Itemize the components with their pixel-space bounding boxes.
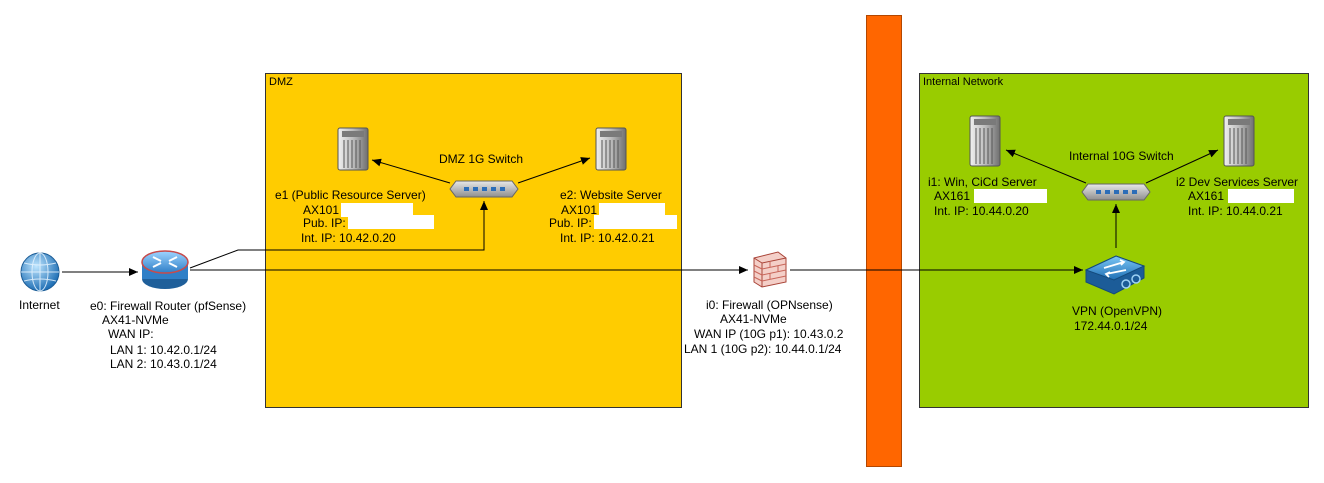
redaction-box <box>599 203 665 217</box>
wire-dmz-switch-to-e2 <box>517 157 591 184</box>
e1-line-3: Pub. IP: <box>303 216 346 230</box>
switch-icon <box>448 178 520 200</box>
i0-line-1: i0: Firewall (OPNsense) <box>706 298 833 312</box>
switch-icon <box>1080 181 1152 203</box>
server-icon <box>966 114 1004 168</box>
e0-line-4: LAN 1: 10.42.0.1/24 <box>110 343 217 357</box>
network-separator-wall <box>866 15 902 467</box>
internal-network-zone-title: Internal Network <box>923 76 1004 88</box>
i1-line-1: i1: Win, CiCd Server <box>928 175 1037 189</box>
e0-line-5: LAN 2: 10.43.0.1/24 <box>110 357 217 371</box>
wire-dmz-switch-to-e1 <box>371 158 451 184</box>
vpn-line-1: VPN (OpenVPN) <box>1072 304 1163 318</box>
redaction-box <box>348 215 434 229</box>
firewall-icon <box>750 250 790 288</box>
e1-line-2: AX101 <box>303 203 340 217</box>
globe-icon <box>20 252 60 292</box>
redaction-box <box>1228 189 1294 203</box>
i0-line-3: WAN IP (10G p1): 10.43.0.2 <box>694 327 844 341</box>
wire-internal-switch-to-i1 <box>1005 149 1087 184</box>
wire-internal-switch-to-i2 <box>1145 149 1219 184</box>
redaction-box <box>974 189 1047 203</box>
e0-line-2: AX41-NVMe <box>102 313 169 327</box>
server-icon <box>1220 114 1258 168</box>
vpn-line-2: 172.44.0.1/24 <box>1074 319 1148 333</box>
redaction-box <box>341 203 413 217</box>
vpn-gateway-icon <box>1084 248 1146 296</box>
e0-line-1: e0: Firewall Router (pfSense) <box>90 299 247 313</box>
e1-line-4: Int. IP: 10.42.0.20 <box>301 231 396 245</box>
e2-line-2: AX101 <box>561 203 598 217</box>
router-icon <box>140 248 190 290</box>
i2-line-1: i2 Dev Services Server <box>1176 175 1299 189</box>
i0-line-4: LAN 1 (10G p2): 10.44.0.1/24 <box>684 342 842 356</box>
e2-line-4: Int. IP: 10.42.0.21 <box>560 231 655 245</box>
i2-line-2: AX161 <box>1188 189 1225 203</box>
e2-line-1: e2: Website Server <box>560 188 662 202</box>
internal-switch-label: Internal 10G Switch <box>1069 149 1174 163</box>
server-icon <box>592 126 630 172</box>
i2-line-3: Int. IP: 10.44.0.21 <box>1188 204 1283 218</box>
e2-line-3: Pub. IP: <box>549 216 592 230</box>
redaction-box <box>594 215 677 229</box>
dmz-zone-title: DMZ <box>269 76 293 88</box>
i1-line-2: AX161 <box>934 189 971 203</box>
internet-label: Internet <box>19 298 60 312</box>
wire-e0-to-dmz-switch <box>189 201 488 269</box>
i0-line-2: AX41-NVMe <box>720 312 787 326</box>
e1-line-1: e1 (Public Resource Server) <box>275 188 426 202</box>
e0-line-3: WAN IP: <box>108 327 154 341</box>
server-icon <box>334 126 372 172</box>
dmz-switch-label: DMZ 1G Switch <box>439 152 524 166</box>
i1-line-3: Int. IP: 10.44.0.20 <box>934 204 1029 218</box>
